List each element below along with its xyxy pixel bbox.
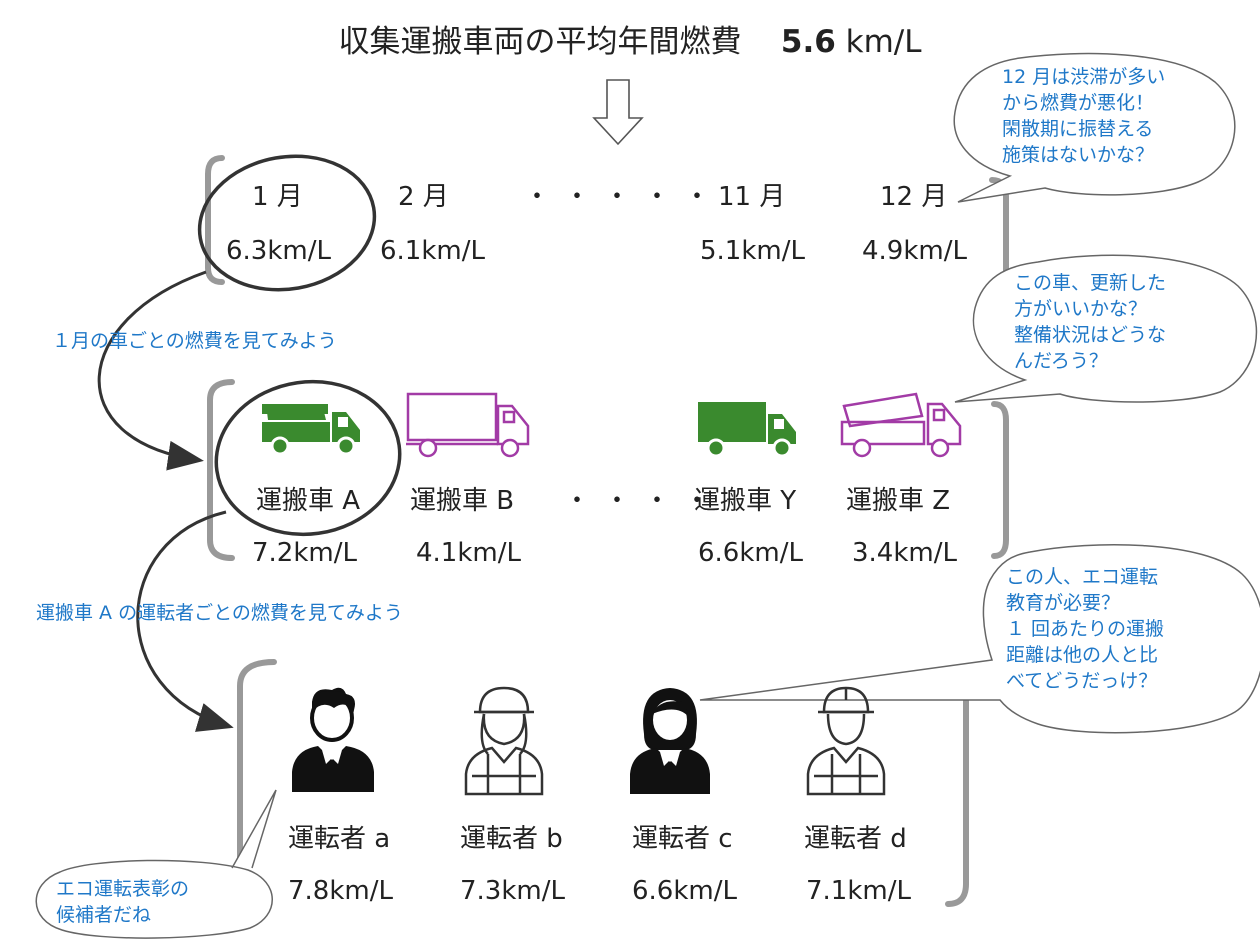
month-fuel: 5.1km/L [700,236,805,266]
month-fuel: 6.1km/L [380,236,485,266]
bubble-line: この車、更新した [1014,272,1167,294]
title-value: 5.6 [780,24,836,60]
annotation-step2: 運搬車 A の運転者ごとの燃費を見てみよう [36,602,403,624]
vehicle-label: 運搬車 A [256,486,361,516]
month-label: 11 月 [718,182,786,212]
title-text: 収集運搬車両の平均年間燃費 [338,24,742,60]
vehicle-fuel: 3.4km/L [852,538,957,568]
vehicle-label: 運搬車 Y [694,486,797,516]
driver-fuel: 7.8km/L [288,876,393,906]
down-arrow-icon [592,79,644,146]
month-label: 1 月 [252,182,303,212]
worker-woman-helmet-icon [464,686,544,796]
driver-label: 運転者 a [288,824,391,854]
highlight-vehicle-a [214,379,402,537]
truck-purple-icon [406,392,530,458]
month-label: 2 月 [398,182,449,212]
driver-woman-icon [630,688,710,794]
bubble-line: 整備状況はどうな [1014,324,1167,346]
driver-man-icon [292,687,374,792]
vehicles-ellipsis: ・・・・ [564,486,725,516]
annotation-step1: １月の車ごとの燃費を見てみよう [52,330,337,352]
truck-green-icon [262,404,360,456]
bubble-text-vehicle-z: この車、更新した 方がいいかな？ 整備状況はどうな んだろう？ [1014,270,1166,374]
month-fuel: 6.3km/L [226,236,331,266]
arrow-vehicle-to-drivers [136,510,234,732]
highlight-january [197,154,377,292]
truck-green-icon [698,402,796,458]
vehicle-fuel: 6.6km/L [698,538,803,568]
speech-bubble-driver-a [35,789,277,939]
bracket-vehicles [207,379,1009,561]
vehicle-label: 運搬車 Z [846,486,951,516]
arrow-month-to-vehicles [97,270,207,471]
driver-label: 運転者 c [632,824,733,854]
bubble-line: １ 回あたりの運搬 [1006,618,1165,640]
bubble-line: 方がいいかな？ [1014,298,1148,320]
bubble-text-driver-c: この人、エコ運転 教育が必要？ １ 回あたりの運搬 距離は他の人と比 べてどうだ… [1006,564,1164,694]
title-unit: km/L [845,24,922,60]
bubble-text-driver-a: エコ運転表彰の 候補者だね [56,876,189,928]
vehicle-label: 運搬車 B [410,486,515,516]
bubble-line: エコ運転表彰の [56,878,190,900]
driver-fuel: 6.6km/L [632,876,737,906]
bubble-line: 12 月は渋滞が多い [1002,66,1166,88]
driver-label: 運転者 b [460,824,563,854]
bubble-line: 閑散期に振替える [1002,118,1154,140]
truck-purple-icon [840,392,962,458]
bubble-text-december: 12 月は渋滞が多い から燃費が悪化！ 閑散期に振替える 施策はないかな？ [1002,64,1165,168]
driver-label: 運転者 d [804,824,907,854]
driver-fuel: 7.3km/L [460,876,565,906]
worker-man-helmet-icon [806,686,886,796]
bubble-line: 施策はないかな？ [1002,144,1155,166]
bubble-line: 候補者だね [56,904,152,926]
bubble-line: この人、エコ運転 [1006,566,1159,588]
month-label: 12 月 [880,182,948,212]
bubble-line: 距離は他の人と比 [1006,644,1159,666]
driver-fuel: 7.1km/L [806,876,911,906]
vehicle-fuel: 4.1km/L [416,538,521,568]
bubble-line: んだろう？ [1014,350,1108,372]
vehicle-fuel: 7.2km/L [252,538,357,568]
page-title: 収集運搬車両の平均年間燃費 5.6 km/L [0,16,1260,61]
bubble-line: べてどうだっけ？ [1006,670,1158,692]
month-fuel: 4.9km/L [862,236,967,266]
months-ellipsis: ・・・・・ [524,182,725,212]
bubble-line: から燃費が悪化！ [1002,92,1155,114]
bubble-line: 教育が必要？ [1006,592,1121,614]
speech-bubble-vehicle-z [954,254,1258,403]
speech-bubble-driver-c [699,543,1260,734]
speech-bubble-december [953,52,1236,203]
